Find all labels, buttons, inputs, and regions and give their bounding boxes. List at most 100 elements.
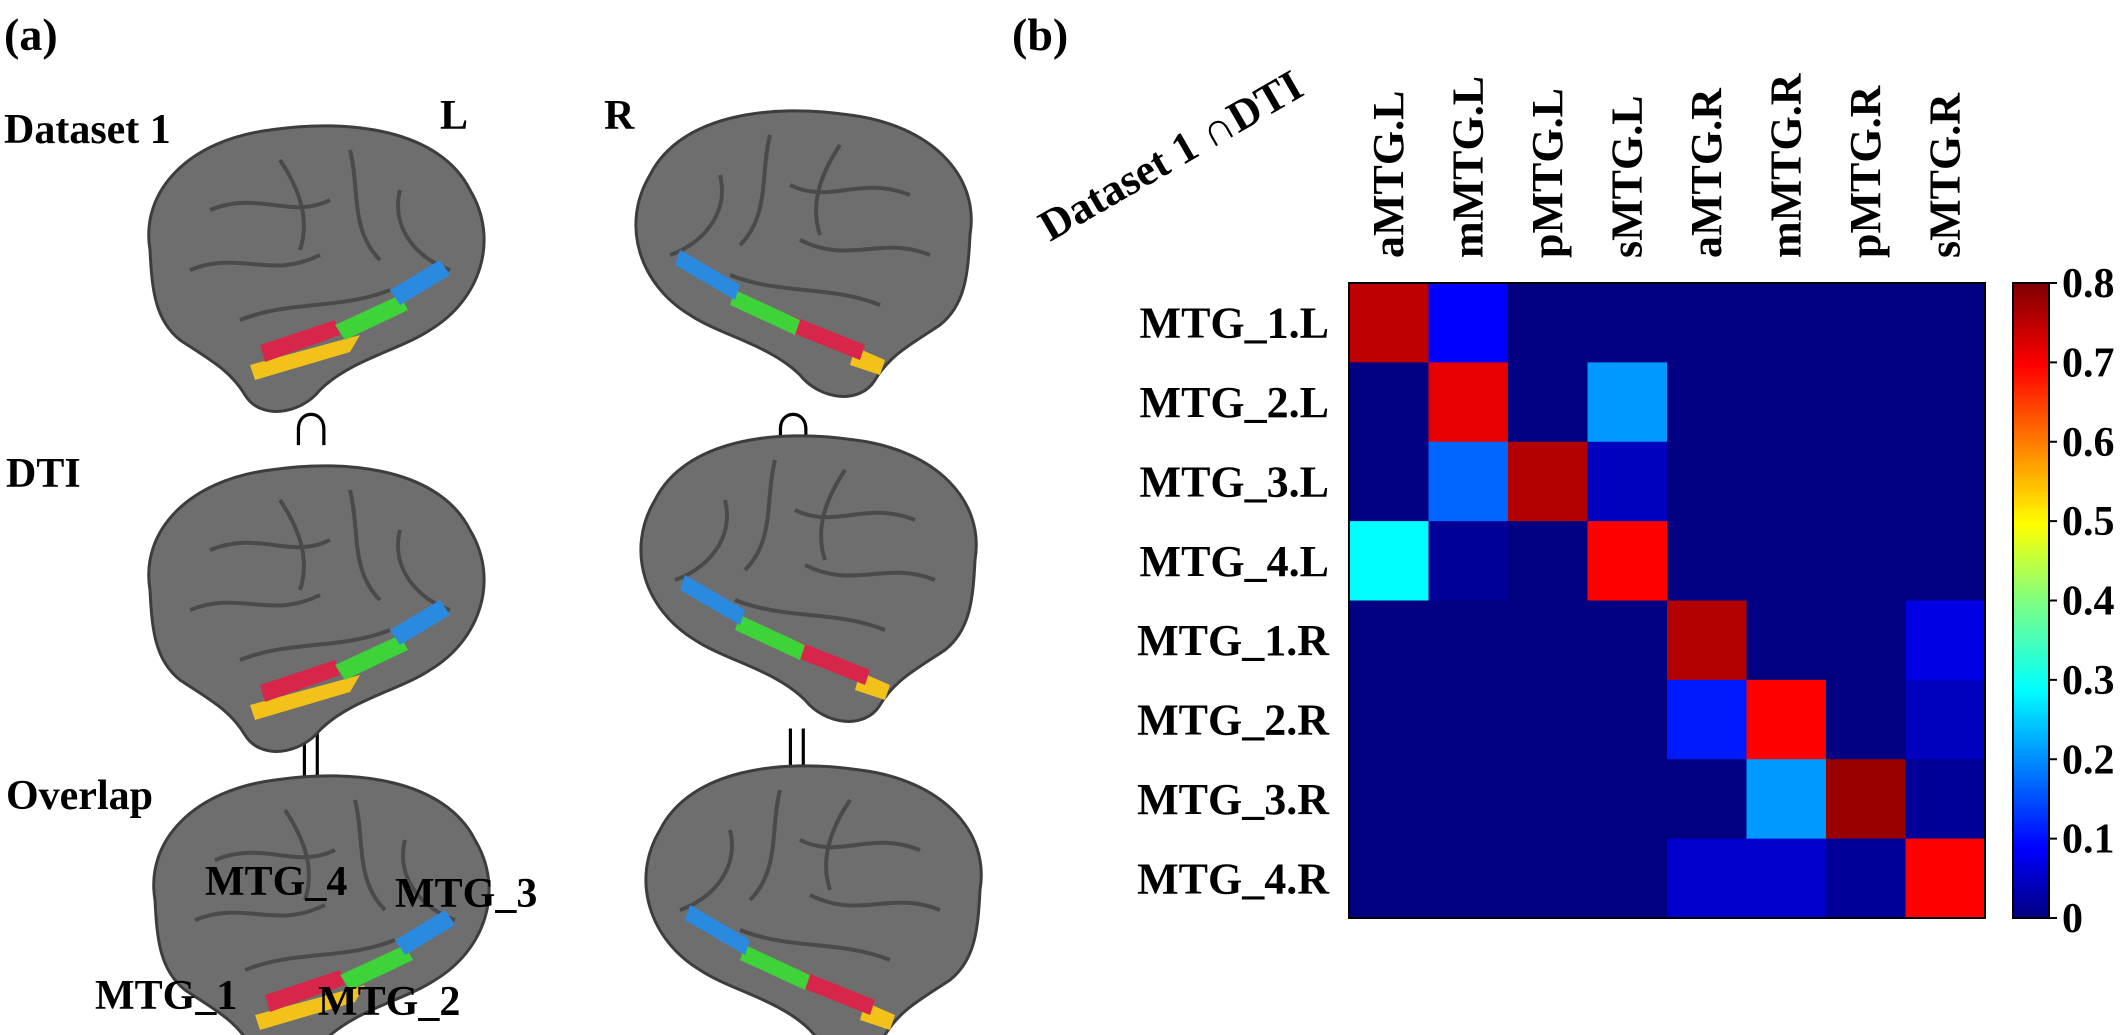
y-tick-label: MTG_1.R <box>1137 616 1330 665</box>
heatmap-cell <box>1905 283 1986 363</box>
heatmap-cell <box>1746 759 1827 840</box>
heatmap-cell <box>1905 362 1986 443</box>
heatmap-cell <box>1428 283 1509 363</box>
y-tick-label: MTG_1.L <box>1140 299 1329 348</box>
heatmap-cell <box>1746 362 1827 443</box>
heatmap-cell <box>1667 679 1748 760</box>
heatmap-cell <box>1508 759 1589 840</box>
x-tick-label: pMTG.L <box>1523 88 1572 258</box>
x-tick-label: sMTG.R <box>1920 92 1969 258</box>
y-tick-label: MTG_3.L <box>1140 457 1329 506</box>
heatmap-cell <box>1587 441 1668 522</box>
heatmap-cell <box>1667 362 1748 443</box>
heatmap-cell <box>1746 838 1827 919</box>
heatmap-cell <box>1905 600 1986 681</box>
x-tick-label: mMTG.L <box>1443 76 1492 258</box>
region-label-mtg1: MTG_1 <box>95 973 238 1019</box>
heatmap-cell <box>1508 441 1589 522</box>
heatmap-cell <box>1508 600 1589 681</box>
heatmap-cell <box>1587 838 1668 919</box>
region-label-mtg3: MTG_3 <box>395 871 538 917</box>
heatmap-cell <box>1349 838 1430 919</box>
heatmap-cell <box>1587 759 1668 840</box>
colorbar-tick-label: 0.2 <box>2062 737 2115 783</box>
panel-a-label: (a) <box>4 9 58 60</box>
x-tick-label: pMTG.R <box>1841 84 1890 258</box>
colorbar-tick-label: 0.4 <box>2062 579 2115 625</box>
heatmap-cell <box>1349 283 1430 363</box>
heatmap-cell <box>1428 441 1509 522</box>
colorbar-tick-label: 0.7 <box>2062 340 2115 386</box>
heatmap-cell <box>1508 838 1589 919</box>
heatmap-cell <box>1508 283 1589 363</box>
y-tick-label: MTG_4.L <box>1140 537 1329 586</box>
heatmap-cell <box>1826 600 1907 681</box>
heatmap-cell <box>1826 441 1907 522</box>
y-tick-label: MTG_2.L <box>1140 378 1329 427</box>
colorbar-tick-label: 0.3 <box>2062 658 2115 704</box>
region-label-mtg2: MTG_2 <box>318 979 461 1025</box>
heatmap-cell <box>1587 521 1668 602</box>
heatmap-cell <box>1349 600 1430 681</box>
heatmap-cell <box>1826 759 1907 840</box>
heatmap-cell <box>1428 679 1509 760</box>
colorbar-tick-label: 0.5 <box>2062 499 2115 545</box>
row-label-overlap: Overlap <box>6 773 153 819</box>
colorbar <box>2012 282 2050 919</box>
heatmap-cell <box>1349 441 1430 522</box>
heatmap-cell <box>1428 521 1509 602</box>
heatmap-cell <box>1905 679 1986 760</box>
heatmap-cell <box>1508 679 1589 760</box>
heatmap-cell <box>1826 521 1907 602</box>
heatmap-cell <box>1905 441 1986 522</box>
heatmap-corner-label: Dataset 1 ∩DTI <box>1031 60 1312 250</box>
heatmap-cell <box>1826 838 1907 919</box>
hemisphere-right-label: R <box>604 93 635 139</box>
heatmap-frame <box>1348 282 1986 919</box>
heatmap-cell <box>1746 441 1827 522</box>
heatmap-cell <box>1349 521 1430 602</box>
heatmap-cell <box>1508 362 1589 443</box>
y-tick-label: MTG_2.R <box>1137 696 1330 745</box>
heatmap-cell <box>1667 759 1748 840</box>
heatmap-cell <box>1826 679 1907 760</box>
heatmap-cell <box>1349 759 1430 840</box>
heatmap-cell <box>1428 600 1509 681</box>
heatmap-cell <box>1746 600 1827 681</box>
heatmap-cell <box>1905 759 1986 840</box>
colorbar-tick-label: 0.6 <box>2062 420 2115 466</box>
heatmap-cell <box>1826 362 1907 443</box>
colorbar-tick-label: 0 <box>2062 896 2083 942</box>
heatmap-cell <box>1587 600 1668 681</box>
heatmap-cell <box>1508 521 1589 602</box>
heatmap-cell <box>1746 679 1827 760</box>
row-label-dataset1: Dataset 1 <box>4 107 171 153</box>
colorbar-tick-label: 0.8 <box>2062 261 2115 307</box>
colorbar-tick-label: 0.1 <box>2062 817 2115 863</box>
region-label-mtg4: MTG_4 <box>205 859 348 905</box>
x-tick-label: aMTG.L <box>1364 91 1413 258</box>
heatmap-cell <box>1905 521 1986 602</box>
heatmap-cell <box>1667 521 1748 602</box>
heatmap-cell <box>1746 521 1827 602</box>
heatmap-cell <box>1428 838 1509 919</box>
heatmap-cell <box>1667 838 1748 919</box>
panel-b-label: (b) <box>1012 9 1069 60</box>
heatmap-cell <box>1349 362 1430 443</box>
heatmap-cell <box>1587 362 1668 443</box>
heatmap-cell <box>1428 362 1509 443</box>
heatmap-cell <box>1587 283 1668 363</box>
heatmap-cell <box>1587 679 1668 760</box>
heatmap-cell <box>1667 600 1748 681</box>
heatmap-cell <box>1905 838 1986 919</box>
heatmap-cell <box>1746 283 1827 363</box>
x-tick-label: mMTG.R <box>1761 72 1810 258</box>
y-tick-label: MTG_4.R <box>1137 854 1330 903</box>
heatmap-cell <box>1667 283 1748 363</box>
hemisphere-left-label: L <box>440 93 469 139</box>
heatmap-cell <box>1826 283 1907 363</box>
x-tick-label: sMTG.L <box>1602 95 1651 258</box>
heatmap-cell <box>1667 441 1748 522</box>
row-label-dti: DTI <box>6 451 81 497</box>
